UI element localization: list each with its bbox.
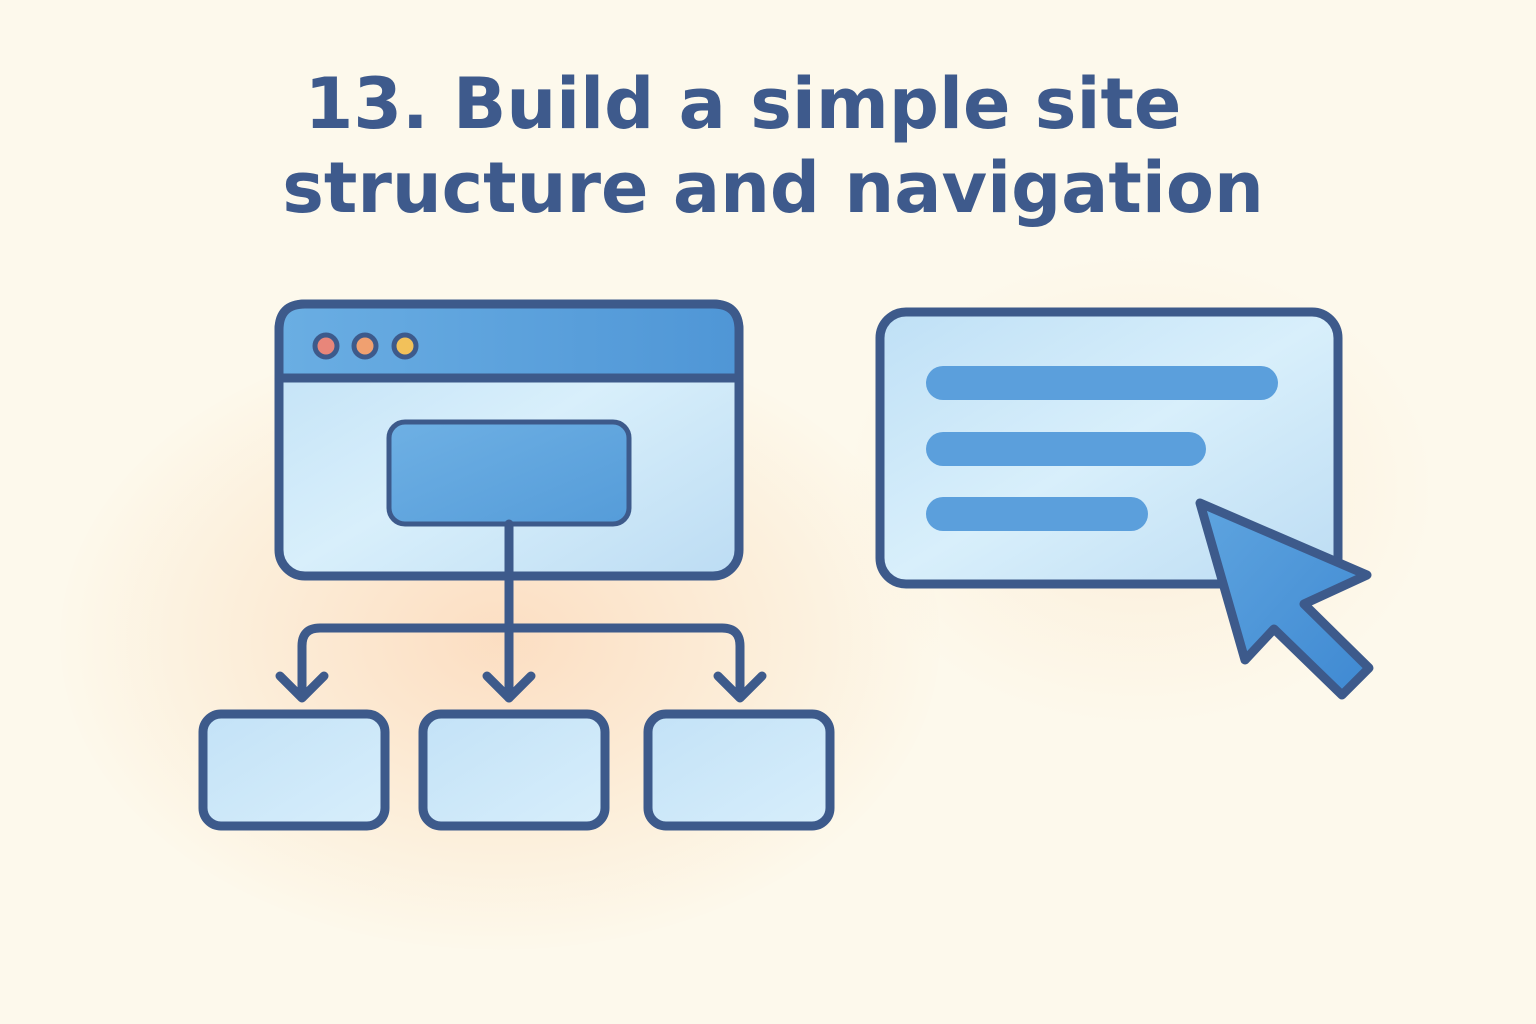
- browser-window-sitemap-icon: [198, 299, 835, 831]
- arrow-down-icon: [482, 671, 536, 703]
- window-dot-red: [312, 332, 340, 360]
- child-page-box-2: [418, 709, 610, 831]
- parent-page-box: [386, 419, 632, 527]
- menu-bar-3: [926, 497, 1148, 531]
- arrow-down-icon: [713, 671, 767, 703]
- child-page-box-1: [198, 709, 390, 831]
- title-line-1: 13. Build a simple site: [304, 63, 1182, 145]
- title-line-2: structure and navigation: [282, 147, 1264, 229]
- tree-connectors: [275, 519, 767, 703]
- arrow-down-icon: [275, 671, 329, 703]
- child-page-box-3: [643, 709, 835, 831]
- menu-bar-1: [926, 366, 1278, 400]
- browser-window: [274, 299, 744, 581]
- cursor-arrow-icon: [1195, 498, 1374, 700]
- window-dot-orange: [351, 332, 379, 360]
- page-title: 13. Build a simple site structure and na…: [0, 62, 1536, 230]
- window-dot-yellow: [391, 332, 419, 360]
- menu-bar-2: [926, 432, 1206, 466]
